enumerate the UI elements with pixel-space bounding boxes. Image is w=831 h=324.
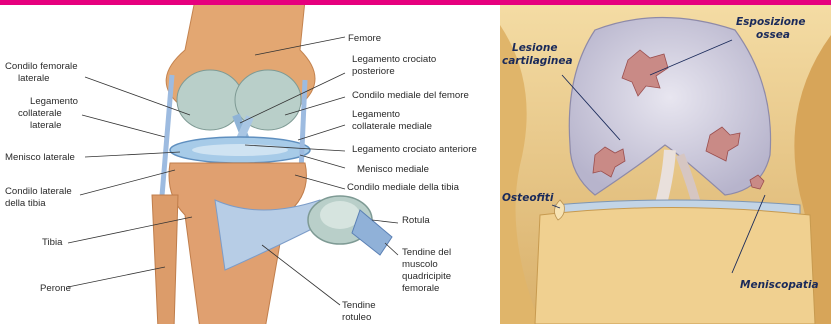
label-condilo-mediale-tibia: Condilo mediale della tibia	[347, 182, 460, 193]
label-perone: Perone	[40, 283, 71, 294]
label-menisco-laterale: Menisco laterale	[5, 152, 75, 163]
label-tendine-quadricipite: Tendine del muscolo quadricipite femoral…	[402, 247, 454, 294]
label-femore: Femore	[348, 33, 381, 44]
lateral-femoral-condyle	[177, 70, 243, 130]
knee-anatomy-diagram: Femore Condilo femorale laterale Legamen…	[0, 5, 500, 324]
label-meniscopatia: Meniscopatia	[740, 279, 819, 291]
label-tibia: Tibia	[42, 237, 63, 248]
label-condilo-mediale-femore: Condilo mediale del femore	[352, 90, 469, 101]
label-condilo-femorale-laterale: Condilo femorale laterale	[5, 61, 80, 84]
label-legamento-collaterale-laterale: Legamento collaterale laterale	[18, 96, 81, 131]
label-osteofiti: Osteofiti	[502, 192, 554, 204]
osteoarthritis-knee-illustration: Esposizione ossea Lesione cartilaginea O…	[500, 5, 831, 324]
meniscus-inner	[192, 144, 288, 156]
tibia-plateau	[535, 208, 815, 324]
label-condilo-laterale-tibia: Condilo laterale della tibia	[5, 186, 74, 209]
label-rotula: Rotula	[402, 215, 430, 226]
label-tendine-rotuleo: Tendine rotuleo	[342, 300, 378, 323]
knee-anatomy-illustration: Femore Condilo femorale laterale Legamen…	[0, 5, 500, 324]
label-legamento-collaterale-mediale: Legamento collaterale mediale	[352, 109, 432, 132]
label-menisco-mediale: Menisco mediale	[357, 164, 429, 175]
fibula-bone	[152, 195, 178, 324]
label-legamento-crociato-posteriore: Legamento crociato posteriore	[352, 54, 439, 77]
label-legamento-crociato-anteriore: Legamento crociato anteriore	[352, 144, 477, 155]
osteoarthritis-knee-svg: Esposizione ossea Lesione cartilaginea O…	[500, 5, 831, 324]
patella-surface	[320, 201, 360, 229]
